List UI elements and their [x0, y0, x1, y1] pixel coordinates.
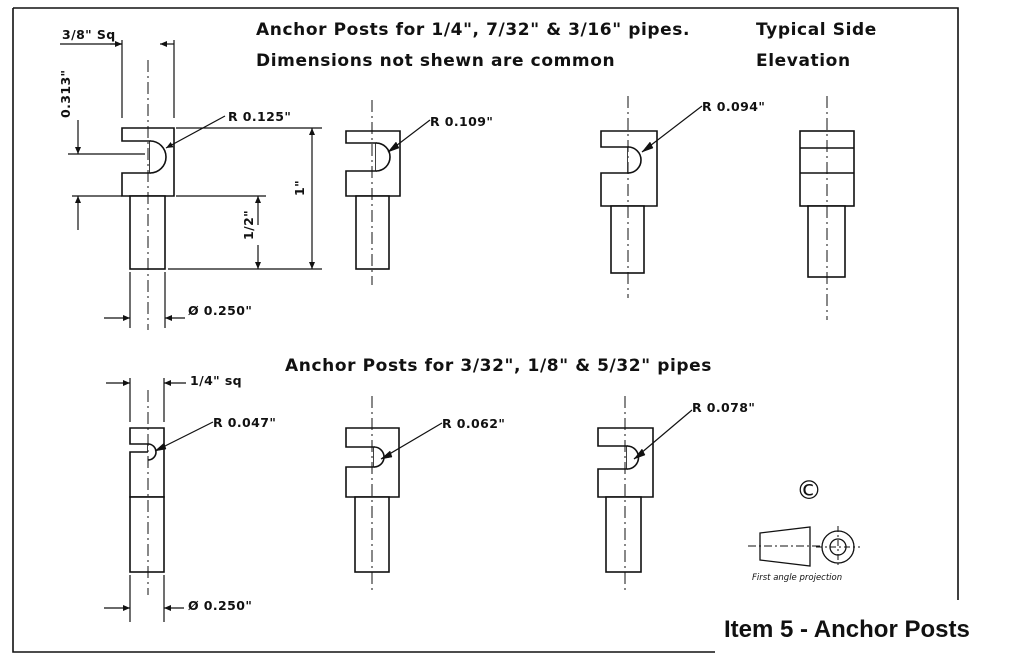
radius-post-2: R 0.109" [430, 114, 494, 129]
radius-post-6: R 0.078" [692, 400, 756, 415]
anchor-post-1 [121, 60, 226, 330]
dim-slot-height: 0.313" [58, 69, 73, 118]
dim-top-square: 3/8" Sq [62, 27, 116, 42]
anchor-post-5 [104, 378, 214, 622]
radius-post-5: R 0.062" [442, 416, 506, 431]
radius-post-3: R 0.094" [702, 99, 766, 114]
dim-shank-height: 1/2" [241, 209, 256, 240]
first-angle-projection-symbol [748, 526, 860, 568]
anchor-post-6 [345, 396, 443, 590]
top-title: Anchor Posts for 1/4", 7/32" & 3/16" pip… [256, 20, 691, 40]
item-title: Item 5 - Anchor Posts [724, 616, 970, 643]
copyright-symbol: © [796, 476, 822, 506]
dim-total-height: 1" [292, 179, 307, 196]
dim-top-diameter: Ø 0.250" [188, 303, 253, 318]
anchor-post-3 [600, 96, 703, 298]
side-title: Typical Side [756, 20, 877, 40]
drawing-frame [12, 7, 959, 653]
post-1-dimensions [60, 40, 322, 328]
radius-post-1: R 0.125" [228, 109, 292, 124]
dim-bottom-diameter: Ø 0.250" [188, 598, 253, 613]
top-subtitle: Dimensions not shewn are common [256, 51, 616, 71]
anchor-post-7 [597, 396, 693, 590]
projection-label: First angle projection [752, 573, 843, 583]
dim-bottom-square: 1/4" sq [190, 373, 243, 388]
radius-post-4: R 0.047" [213, 415, 277, 430]
bottom-title: Anchor Posts for 3/32", 1/8" & 5/32" pip… [285, 356, 713, 376]
side-elevation-post [799, 96, 855, 320]
anchor-post-2 [345, 100, 431, 285]
side-subtitle: Elevation [756, 51, 851, 71]
